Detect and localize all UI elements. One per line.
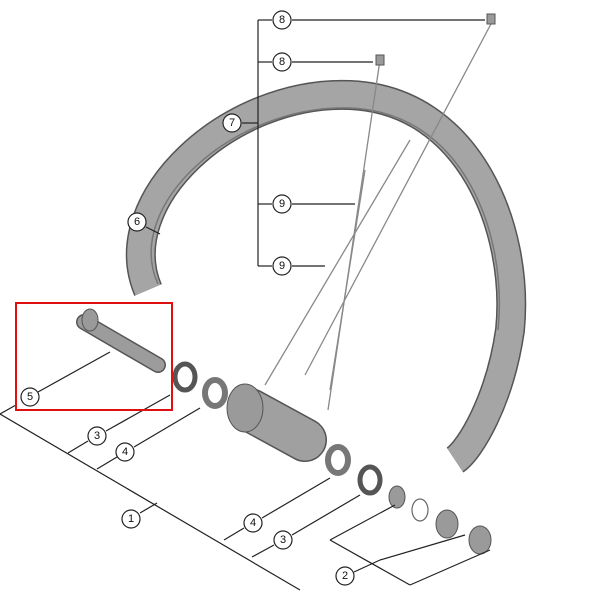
nipple-part[interactable] xyxy=(486,13,496,25)
svg-text:3: 3 xyxy=(280,534,286,546)
hub-body-part[interactable] xyxy=(226,383,327,462)
washer-part[interactable] xyxy=(357,464,383,496)
seal-part[interactable] xyxy=(411,498,429,522)
svg-text:9: 9 xyxy=(279,198,285,210)
callout-3-right[interactable]: 3 xyxy=(273,530,293,550)
svg-text:5: 5 xyxy=(27,391,33,403)
highlight-box-part-5 xyxy=(15,302,173,411)
svg-text:8: 8 xyxy=(279,14,285,26)
nipple-part[interactable] xyxy=(375,54,385,66)
locknut-part[interactable] xyxy=(325,444,351,476)
leader-lines xyxy=(0,19,491,591)
svg-text:8: 8 xyxy=(279,56,285,68)
callout-5[interactable]: 5 xyxy=(20,387,40,407)
svg-text:1: 1 xyxy=(128,513,134,525)
rim[interactable] xyxy=(126,79,527,473)
spokes[interactable] xyxy=(264,21,493,411)
svg-text:4: 4 xyxy=(122,446,128,458)
locknut-part[interactable] xyxy=(202,377,228,409)
callout-7[interactable]: 7 xyxy=(222,113,242,133)
callout-8-top[interactable]: 8 xyxy=(272,10,292,30)
bearing-part[interactable] xyxy=(388,485,406,509)
cap-part[interactable] xyxy=(468,525,492,555)
callout-3-left[interactable]: 3 xyxy=(87,426,107,446)
svg-text:7: 7 xyxy=(229,117,235,129)
svg-text:3: 3 xyxy=(94,430,100,442)
cone-part[interactable] xyxy=(435,509,459,539)
svg-text:6: 6 xyxy=(134,216,140,228)
svg-text:4: 4 xyxy=(250,517,256,529)
hub-axle-part[interactable] xyxy=(76,308,166,373)
callout-2[interactable]: 2 xyxy=(335,566,355,586)
svg-text:2: 2 xyxy=(342,570,348,582)
callout-8[interactable]: 8 xyxy=(272,52,292,72)
svg-text:9: 9 xyxy=(279,260,285,272)
callout-1[interactable]: 1 xyxy=(121,509,141,529)
callout-6[interactable]: 6 xyxy=(127,212,147,232)
callout-4-right[interactable]: 4 xyxy=(243,513,263,533)
callout-9-upper[interactable]: 9 xyxy=(272,194,292,214)
washer-part[interactable] xyxy=(172,361,198,393)
callout-9-lower[interactable]: 9 xyxy=(272,256,292,276)
callout-4-left[interactable]: 4 xyxy=(115,442,135,462)
